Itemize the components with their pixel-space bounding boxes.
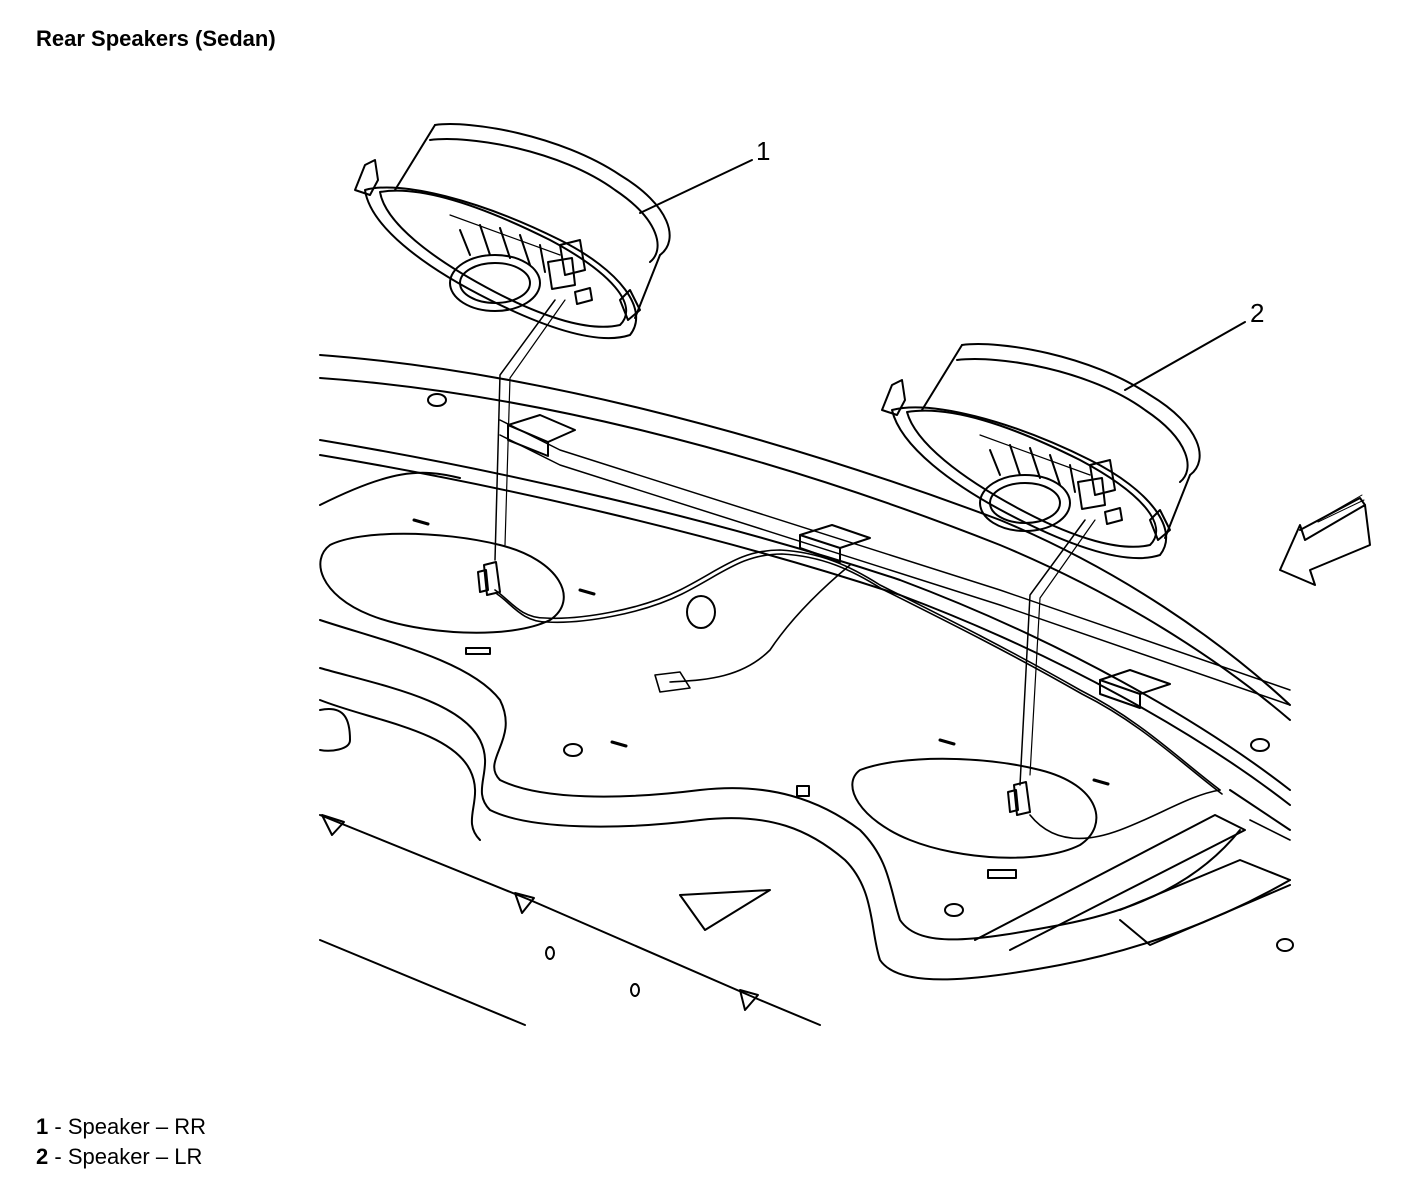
speaker-lr — [881, 343, 1201, 786]
speaker-connector-rr — [477, 561, 501, 596]
legend-separator: - — [48, 1144, 68, 1169]
legend: 1 - Speaker – RR 2 - Speaker – LR — [36, 1112, 206, 1172]
legend-separator: - — [48, 1114, 68, 1139]
legend-label: Speaker – RR — [67, 1114, 206, 1139]
legend-number: 2 — [36, 1144, 49, 1169]
legend-label: Speaker – LR — [67, 1144, 203, 1169]
wiring-harness — [494, 549, 1291, 841]
legend-number: 1 — [36, 1114, 49, 1139]
direction-arrow-icon — [1279, 494, 1371, 586]
diagram-title: Rear Speakers (Sedan) — [36, 26, 276, 51]
rear-shelf-panel — [319, 354, 1294, 1026]
speaker-connector-lr — [1007, 781, 1031, 816]
legend-item-1: 1 - Speaker – RR — [36, 1112, 206, 1142]
callout-leader-1 — [639, 159, 753, 214]
callout-number-1: 1 — [756, 136, 770, 166]
speaker-rr — [354, 123, 671, 561]
legend-item-2: 2 - Speaker – LR — [36, 1142, 206, 1172]
callout-number-2: 2 — [1250, 298, 1264, 328]
callout-leader-2 — [1124, 321, 1246, 391]
